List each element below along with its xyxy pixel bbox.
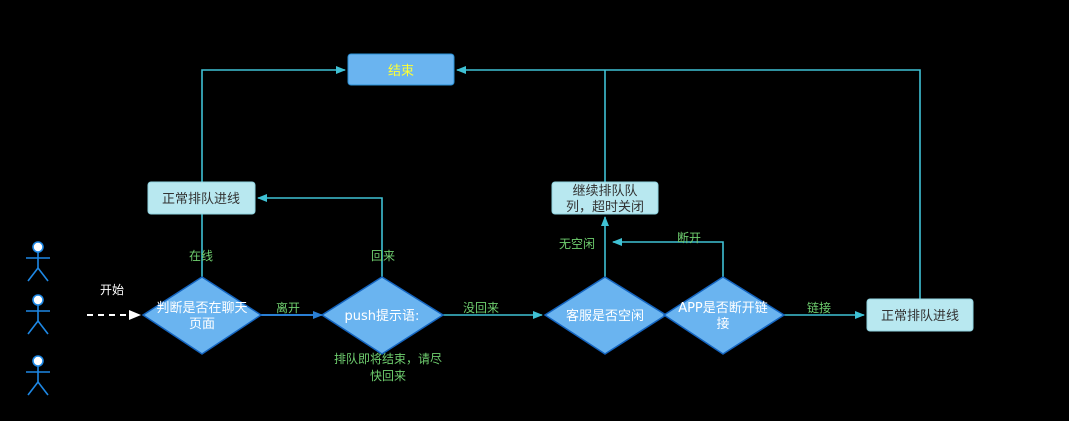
user-actor-icon xyxy=(26,241,50,282)
edge-disconnected xyxy=(612,238,724,277)
edge-online xyxy=(201,66,346,277)
edge-come-back xyxy=(257,194,383,277)
disconnected-label: 断开 xyxy=(677,230,701,245)
judge-chat-label-line2: 页面 xyxy=(189,317,215,332)
end-node: 结束 xyxy=(347,53,455,86)
edge-right-to-end xyxy=(456,66,921,299)
normal-queue-left-label: 正常排队进线 xyxy=(162,192,240,207)
continue-queue-label-line1: 继续排队队 xyxy=(572,184,637,199)
push-prompt-decision: push提示语: xyxy=(320,276,445,355)
app-disconnect-label-line1: APP是否断开链 xyxy=(678,301,768,316)
start-label: 开始 xyxy=(100,283,124,297)
continue-queue-label-line2: 列，超时关闭 xyxy=(566,200,644,215)
normal-queue-right-node: 正常排队进线 xyxy=(866,298,974,332)
agent-idle-decision: 客服是否空闲 xyxy=(543,276,668,355)
continue-queue-node: 继续排队队 列，超时关闭 xyxy=(551,181,659,215)
push-note-line2: 快回来 xyxy=(370,369,406,383)
connected-label: 链接 xyxy=(807,300,831,315)
normal-queue-left-node: 正常排队进线 xyxy=(147,181,256,215)
user-actor-icon xyxy=(26,294,50,335)
no-idle-label: 无空闲 xyxy=(559,237,595,251)
app-disconnect-label-line2: 接 xyxy=(716,316,729,332)
judge-chat-decision: 判断是否在聊天 页面 xyxy=(141,276,263,355)
normal-queue-right-label: 正常排队进线 xyxy=(881,309,959,324)
leave-label: 离开 xyxy=(276,300,300,315)
online-label: 在线 xyxy=(189,249,213,263)
agent-idle-label: 客服是否空闲 xyxy=(566,308,644,324)
judge-chat-label-line1: 判断是否在聊天 xyxy=(156,301,247,316)
user-actor-icon xyxy=(26,355,50,396)
push-note-line1: 排队即将结束，请尽 xyxy=(334,351,442,366)
come-back-label: 回来 xyxy=(371,249,395,263)
end-label: 结束 xyxy=(388,64,414,79)
app-disconnect-decision: APP是否断开链 接 xyxy=(662,276,786,355)
push-prompt-label: push提示语: xyxy=(345,308,420,324)
not-back-label: 没回来 xyxy=(463,300,499,315)
